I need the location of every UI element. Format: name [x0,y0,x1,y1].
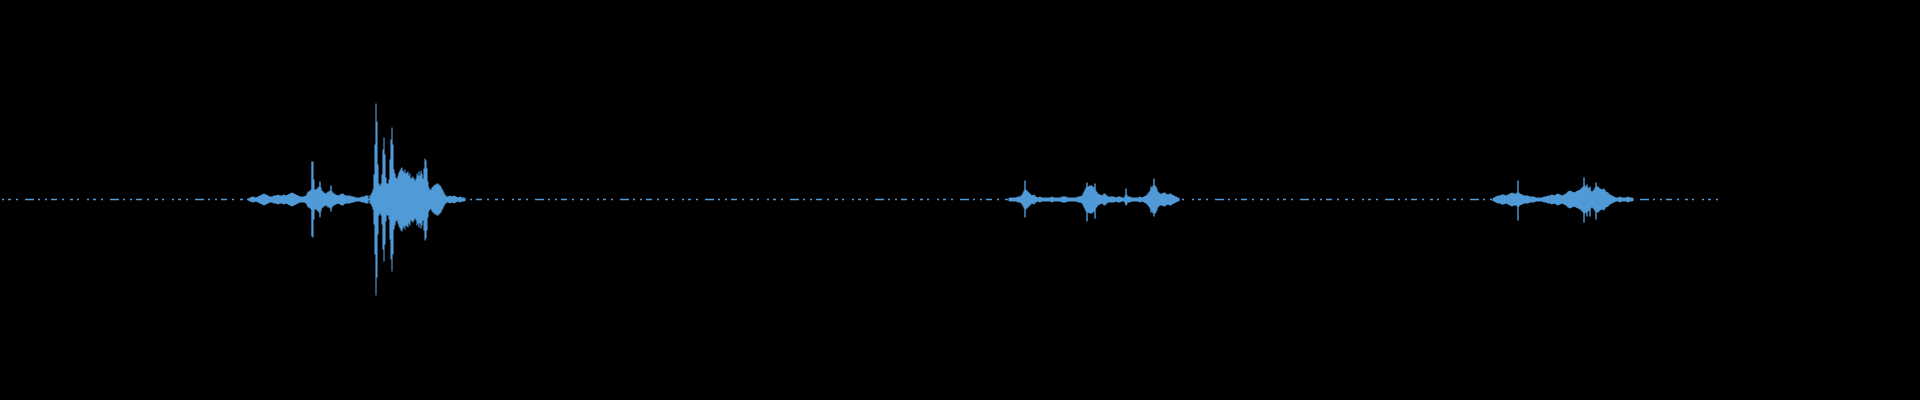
waveform-spikes [311,161,1597,237]
waveform-envelope [248,103,1634,296]
